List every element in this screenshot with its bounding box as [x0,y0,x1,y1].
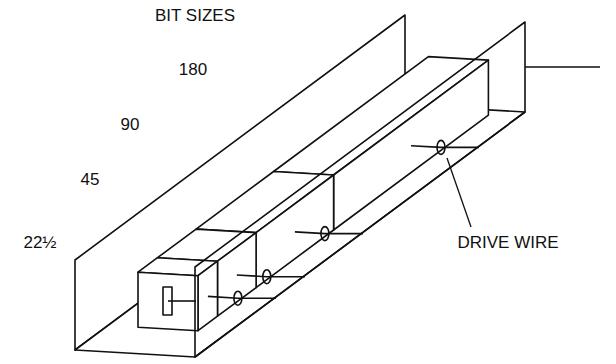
channel-floor [75,105,525,357]
channel-drawing [75,15,600,357]
wire-eyelet [263,270,271,284]
wire-eyelet [437,140,445,154]
bit-size-label: 180 [177,60,209,80]
bit-size-label: 45 [79,170,102,190]
drive-wire [525,66,600,68]
bit-size-label: 22½ [21,233,58,253]
block-front [138,272,198,331]
block-side [334,60,489,230]
slot-wire [168,300,196,302]
bit-size-label: 90 [119,115,142,135]
leader-line [447,158,471,227]
callout-label: DRIVE WIRE [455,233,560,253]
wire-eyelet [234,291,242,305]
heading: BIT SIZES [153,6,237,26]
wire-eyelet [321,227,329,241]
right-wall [195,22,525,357]
block-side [198,261,218,331]
